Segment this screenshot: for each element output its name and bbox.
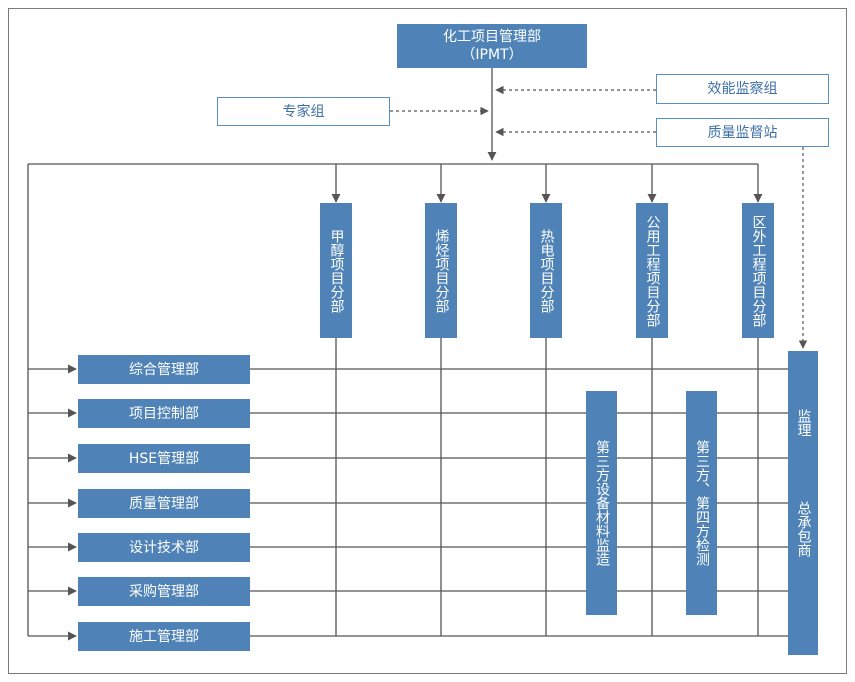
quality-station-box: 质量监督站 <box>656 118 829 147</box>
functional-department: 项目控制部 <box>78 399 250 428</box>
sub-department: 公用工程项目分部 <box>636 203 668 338</box>
supervisor-label: 监理 <box>795 409 812 437</box>
ipmt-subtitle: （IPMT） <box>461 47 523 63</box>
functional-department: 综合管理部 <box>78 355 250 384</box>
sub-department: 甲醇项目分部 <box>320 203 352 338</box>
efficiency-label: 效能监察组 <box>707 81 778 97</box>
sub-department: 热电项目分部 <box>530 203 562 338</box>
ipmt-title: 化工项目管理部 <box>443 29 541 45</box>
sub-department: 烯烃项目分部 <box>425 203 457 338</box>
third-party-inspection-box: 第三方、第四方检测 <box>686 391 717 615</box>
contractor-label: 总承包商 <box>795 501 812 557</box>
efficiency-box: 效能监察组 <box>656 74 829 104</box>
functional-department: 设计技术部 <box>78 533 250 562</box>
functional-department: 采购管理部 <box>78 577 250 606</box>
chart-frame <box>8 8 847 674</box>
functional-department: HSE管理部 <box>78 444 250 473</box>
functional-department: 质量管理部 <box>78 489 250 518</box>
quality-station-label: 质量监督站 <box>707 124 778 141</box>
supervisor-contractor-box: 监理 总承包商 <box>788 351 818 655</box>
experts-box: 专家组 <box>217 97 390 126</box>
ipmt-box: 化工项目管理部 （IPMT） <box>397 24 587 68</box>
experts-label: 专家组 <box>282 103 325 120</box>
functional-department: 施工管理部 <box>78 622 250 651</box>
sub-department: 区外工程项目分部 <box>742 203 774 338</box>
third-party-equipment-box: 第三方设备材料监造 <box>586 391 617 615</box>
